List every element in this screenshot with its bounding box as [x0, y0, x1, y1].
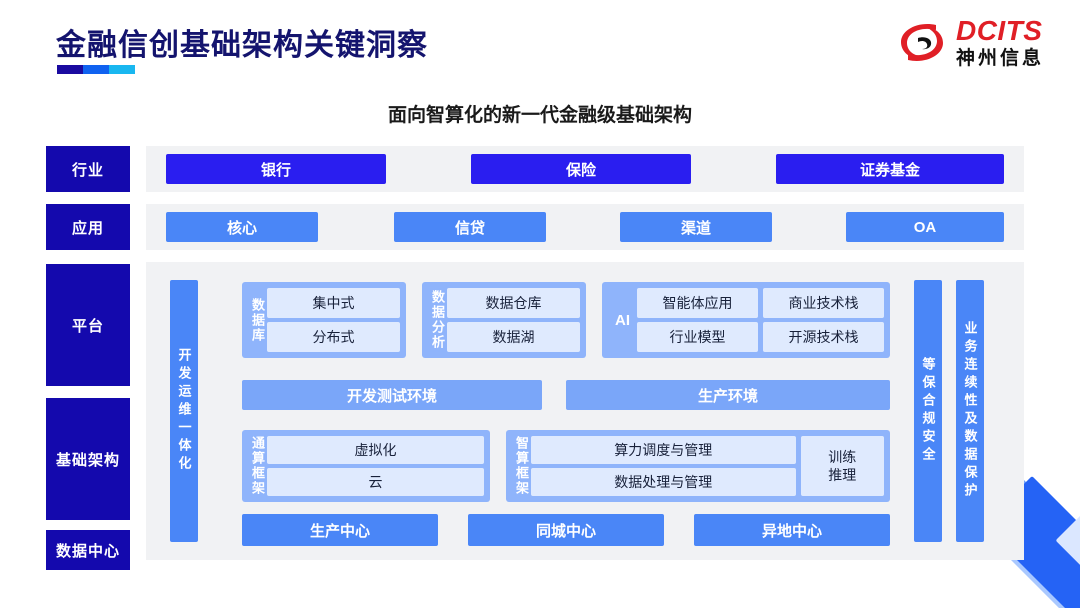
application-chip-core[interactable]: 核心 [166, 212, 318, 242]
cell-data-processing[interactable]: 数据处理与管理 [531, 468, 796, 496]
logo-text-en: DCITS [955, 14, 1043, 46]
industry-row: 银行 保险 证券基金 [146, 146, 1024, 192]
slide-header: 金融信创基础架构关键洞察 DCITS 神州信息 [0, 0, 1080, 92]
group-ai[interactable]: AI 智能体应用 行业模型 商业技术栈 开源技术栈 [602, 282, 890, 358]
vertical-bar-devops[interactable]: 开发运维一体化 [170, 280, 198, 542]
sidebar-item-platform[interactable]: 平台 [46, 264, 130, 386]
sidebar-item-infrastructure[interactable]: 基础架构 [46, 398, 130, 520]
group-data-analysis[interactable]: 数据分析 数据仓库 数据湖 [422, 282, 586, 358]
cell-training-label: 训练 [828, 448, 857, 465]
cell-cloud[interactable]: 云 [267, 468, 484, 496]
datacenter-chip-same-city[interactable]: 同城中心 [468, 514, 664, 546]
cell-virtualization[interactable]: 虚拟化 [267, 436, 484, 464]
datacenter-chip-remote[interactable]: 异地中心 [694, 514, 890, 546]
group-general-compute-framework[interactable]: 通算框架 虚拟化 云 [242, 430, 490, 502]
sidebar-item-datacenter[interactable]: 数据中心 [46, 530, 130, 570]
group-database-label: 数据库 [250, 297, 265, 343]
group-ai-label: AI [615, 311, 630, 329]
env-bar-dev-test[interactable]: 开发测试环境 [242, 380, 542, 410]
industry-chip-insurance[interactable]: 保险 [471, 154, 691, 184]
application-chip-channel[interactable]: 渠道 [620, 212, 772, 242]
industry-chip-securities[interactable]: 证券基金 [776, 154, 1004, 184]
cell-inference-label: 推理 [828, 467, 857, 483]
vertical-bar-compliance-security[interactable]: 等保合规安全 [914, 280, 942, 542]
datacenter-chip-production[interactable]: 生产中心 [242, 514, 438, 546]
cell-commercial-stack[interactable]: 商业技术栈 [763, 288, 884, 318]
platform-panel: 开发运维一体化 等保合规安全 业务连续性及数据保护 数据库 集中式 分布式 数据… [146, 262, 1024, 560]
cell-training-inference[interactable]: 训练 推理 [800, 436, 884, 496]
group-data-analysis-label: 数据分析 [430, 290, 445, 350]
cell-centralized[interactable]: 集中式 [267, 288, 400, 318]
cell-agent-application[interactable]: 智能体应用 [637, 288, 758, 318]
group-intelligent-compute-label: 智算框架 [514, 436, 529, 496]
company-logo: DCITS 神州信息 [896, 16, 1044, 68]
industry-chip-bank[interactable]: 银行 [166, 154, 386, 184]
sidebar-item-application[interactable]: 应用 [46, 204, 130, 250]
cell-distributed[interactable]: 分布式 [267, 322, 400, 352]
logo-text-cn: 神州信息 [955, 47, 1044, 69]
group-general-compute-label: 通算框架 [250, 436, 265, 496]
diagram-subtitle: 面向智算化的新一代金融级基础架构 [387, 105, 692, 126]
group-database[interactable]: 数据库 集中式 分布式 [242, 282, 406, 358]
cell-compute-scheduling[interactable]: 算力调度与管理 [531, 436, 796, 464]
cell-industry-model[interactable]: 行业模型 [637, 322, 758, 352]
page-title: 金融信创基础架构关键洞察 [56, 29, 428, 62]
cell-data-lake[interactable]: 数据湖 [447, 322, 580, 352]
title-accent-bar [57, 65, 135, 74]
sidebar-item-industry[interactable]: 行业 [46, 146, 130, 192]
application-chip-oa[interactable]: OA [846, 212, 1004, 242]
vertical-bar-business-continuity[interactable]: 业务连续性及数据保护 [956, 280, 984, 542]
cell-data-warehouse[interactable]: 数据仓库 [447, 288, 580, 318]
dcits-swirl-icon [896, 16, 948, 68]
application-row: 核心 信贷 渠道 OA [146, 204, 1024, 250]
cell-opensource-stack[interactable]: 开源技术栈 [763, 322, 884, 352]
application-chip-credit[interactable]: 信贷 [394, 212, 546, 242]
env-bar-production[interactable]: 生产环境 [566, 380, 890, 410]
group-intelligent-compute-framework[interactable]: 智算框架 算力调度与管理 数据处理与管理 训练 推理 [506, 430, 890, 502]
